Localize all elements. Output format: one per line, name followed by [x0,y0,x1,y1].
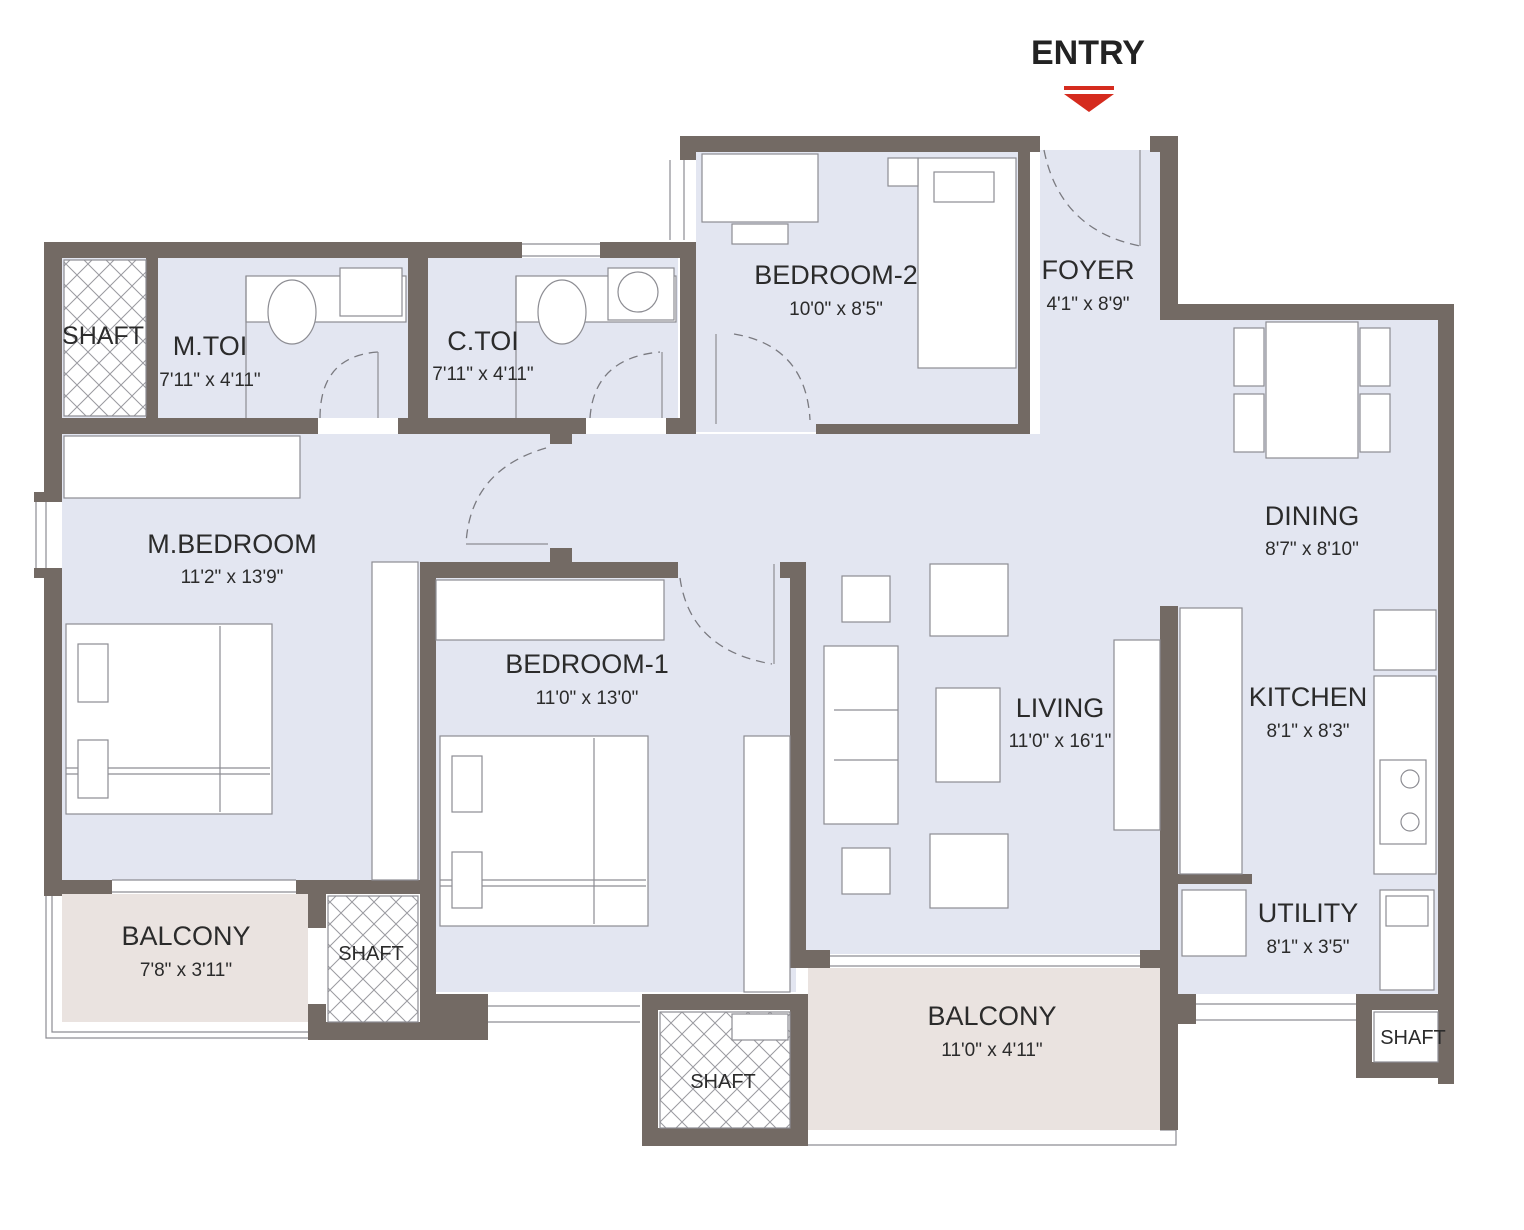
room-name-c-toi: C.TOI [447,326,519,356]
room-size-balcony-left: 7'8" x 3'11" [140,960,232,981]
entry-label: ENTRY [1031,34,1145,72]
room-size-m-bedroom: 11'2" x 13'9" [181,567,284,588]
room-size-dining: 8'7" x 8'10" [1265,539,1359,560]
entry-arrow-icon [1064,86,1114,112]
room-name-living: LIVING [1016,693,1105,723]
room-size-kitchen: 8'1" x 8'3" [1266,721,1349,742]
room-name-m-toi: M.TOI [173,331,248,361]
room-size-utility: 8'1" x 3'5" [1266,937,1349,958]
furniture [63,153,1437,993]
room-size-m-toi: 7'11" x 4'11" [159,370,260,391]
shaft-label-bottom-center: SHAFT [690,1071,756,1093]
room-size-c-toi: 7'11" x 4'11" [432,364,533,385]
room-name-foyer: FOYER [1041,255,1134,285]
shaft-top-left [63,259,147,417]
room-name-bedroom-2: BEDROOM-2 [754,260,918,290]
room-name-balcony-left: BALCONY [121,921,250,951]
balcony-left-floor [62,894,308,1022]
room-name-balcony-bottom: BALCONY [927,1001,1056,1031]
room-name-kitchen: KITCHEN [1249,682,1368,712]
room-name-utility: UTILITY [1258,898,1359,928]
room-size-foyer: 4'1" x 8'9" [1046,294,1129,315]
shaft-label-top-left: SHAFT [62,322,144,350]
room-name-bedroom-1: BEDROOM-1 [505,649,669,679]
shaft-label-bottom-right: SHAFT [1380,1027,1446,1049]
shaft-label-mid-left: SHAFT [338,943,404,965]
shaft-mid-left [327,895,419,1023]
room-size-balcony-bottom: 11'0" x 4'11" [941,1040,1042,1061]
room-name-m-bedroom: M.BEDROOM [147,529,317,559]
balcony-bottom-floor [808,968,1160,1130]
walls [34,136,1454,1146]
room-name-dining: DINING [1265,501,1360,531]
shaft-bottom-right [1373,1011,1439,1063]
room-size-bedroom-2: 10'0" x 8'5" [789,299,883,320]
room-size-living: 11'0" x 16'1" [1009,731,1112,752]
room-size-bedroom-1: 11'0" x 13'0" [536,688,639,709]
doors [319,149,1141,665]
